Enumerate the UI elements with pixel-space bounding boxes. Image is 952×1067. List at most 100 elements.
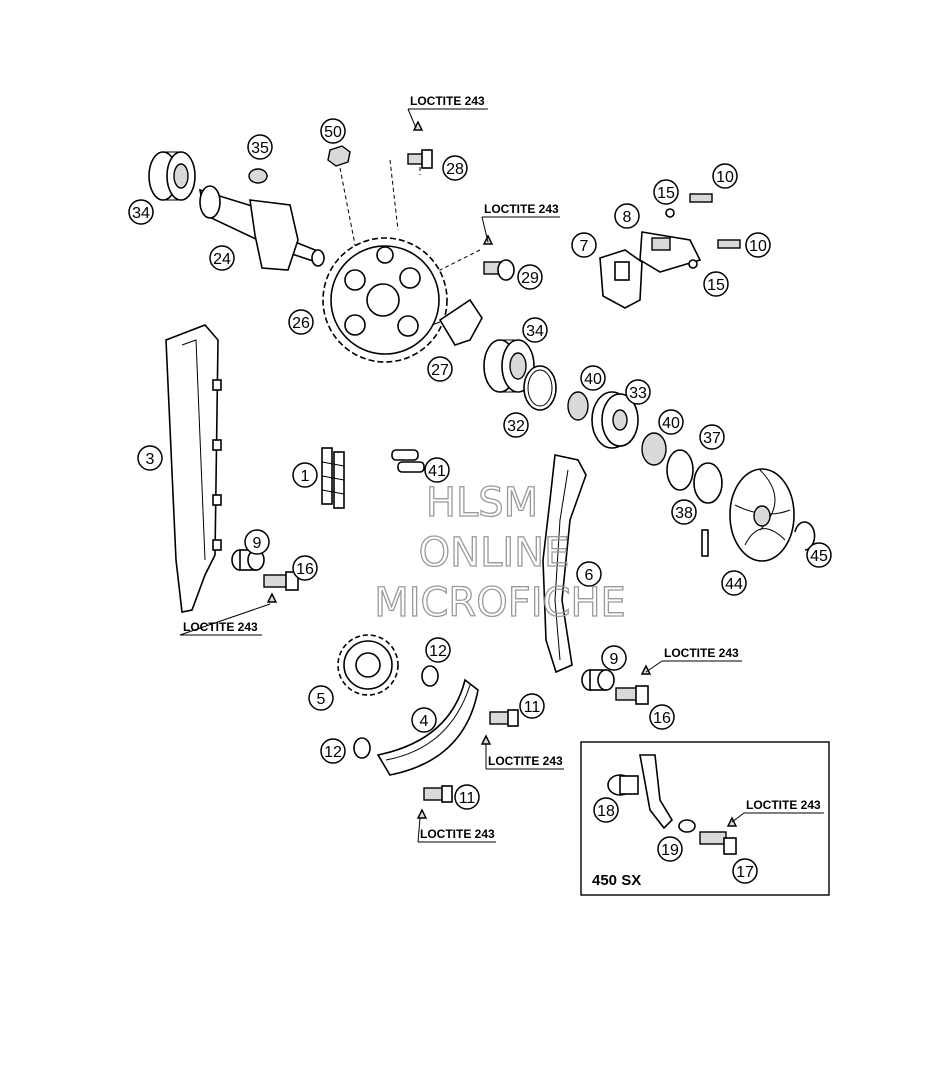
bolt-part-11-top	[480, 709, 519, 745]
note-text: LOCTITE 243	[410, 94, 485, 108]
callout-circle	[425, 637, 451, 663]
callout-circle	[614, 203, 640, 229]
variant-inset: 450 SX	[580, 741, 830, 896]
note-leader	[481, 216, 489, 243]
bushing-top	[421, 665, 439, 687]
callout-30: 5	[308, 685, 334, 711]
callout-circle	[308, 685, 334, 711]
inset-title: 450 SX	[592, 872, 641, 889]
callout-number: 12	[429, 643, 447, 660]
note-text: LOCTITE 243	[484, 202, 559, 216]
callout-number: 16	[296, 561, 314, 578]
callout-number: 40	[662, 415, 680, 432]
callout-circle	[712, 163, 738, 189]
bolt-part-16-right	[615, 664, 652, 705]
callout-4: 28	[442, 155, 468, 181]
callout-circle	[244, 529, 270, 555]
note-leader	[417, 817, 421, 843]
callout-33: 12	[320, 738, 346, 764]
bolt-part-28	[407, 120, 433, 169]
loctite-note-5: LOCTITE 243	[417, 817, 496, 843]
tensioner-guide-rail	[542, 454, 587, 674]
callout-37: 18	[593, 797, 619, 823]
callout-circle	[128, 199, 154, 225]
callout-number: 7	[580, 238, 589, 255]
note-leader	[407, 108, 417, 129]
callout-number: 15	[707, 277, 725, 294]
decompressor-part	[431, 298, 483, 346]
callout-24: 1	[292, 462, 318, 488]
callout-circle	[247, 134, 273, 160]
callout-34: 11	[454, 784, 480, 810]
bolt-part-11-bottom	[416, 785, 453, 819]
note-text: LOCTITE 243	[664, 646, 739, 660]
callout-0: 50	[320, 118, 346, 144]
callout-number: 29	[521, 270, 539, 287]
callout-circle	[519, 693, 545, 719]
watermark-line-2: ONLINE	[419, 530, 570, 576]
callout-number: 50	[324, 124, 342, 141]
callout-number: 10	[716, 169, 734, 186]
callout-number: 6	[585, 567, 594, 584]
callout-38: 19	[657, 836, 683, 862]
callout-number: 11	[524, 699, 541, 716]
callout-circle	[320, 118, 346, 144]
callout-number: 1	[301, 468, 310, 485]
callout-circle	[601, 645, 627, 671]
note-leader	[731, 812, 745, 823]
bushing-bottom	[353, 737, 371, 759]
callout-circle	[454, 784, 480, 810]
callout-9: 15	[653, 179, 679, 205]
callout-35: 9	[601, 645, 627, 671]
callout-circle	[320, 738, 346, 764]
camshaft-bearing-top	[148, 151, 196, 201]
watermark: HLSM ONLINE MICROFICHE	[374, 479, 627, 626]
callout-circle	[522, 317, 548, 343]
callout-19: 37	[699, 424, 725, 450]
note-text: LOCTITE 243	[183, 620, 258, 634]
callout-1: 35	[247, 134, 273, 160]
callout-number: 44	[725, 576, 743, 593]
callout-number: 27	[431, 362, 449, 379]
callout-36: 16	[649, 704, 675, 730]
loctite-note-1: LOCTITE 243	[481, 202, 560, 243]
chain-guide-rail	[165, 324, 222, 613]
callout-number: 32	[507, 418, 525, 435]
callout-number: 26	[292, 315, 310, 332]
callout-number: 18	[597, 803, 615, 820]
callout-number: 17	[736, 864, 754, 881]
callout-22: 44	[721, 570, 747, 596]
callout-circle	[427, 356, 453, 382]
callout-circle	[442, 155, 468, 181]
callout-circle	[571, 232, 597, 258]
callout-number: 15	[657, 185, 675, 202]
callout-number: 45	[810, 548, 828, 565]
callout-number: 35	[251, 140, 269, 157]
shim-washer	[523, 365, 557, 411]
callout-16: 33	[625, 379, 651, 405]
note-leader	[645, 660, 663, 673]
callout-number: 41	[428, 463, 446, 480]
callout-number: 4	[420, 713, 429, 730]
callout-29: 12	[425, 637, 451, 663]
callout-number: 12	[324, 744, 342, 761]
callout-number: 37	[703, 430, 721, 447]
watermark-line-1: HLSM	[426, 480, 538, 526]
callout-circle	[288, 309, 314, 335]
callout-number: 16	[653, 710, 671, 727]
callout-3: 24	[209, 245, 235, 271]
water-pump-impeller	[701, 468, 816, 562]
callout-23: 3	[137, 445, 163, 471]
callout-20: 38	[671, 499, 697, 525]
callout-circle	[593, 797, 619, 823]
callout-circle	[699, 424, 725, 450]
callout-circle	[411, 707, 437, 733]
callout-circle	[806, 542, 832, 568]
note-text: LOCTITE 243	[488, 754, 563, 768]
callout-circle	[649, 704, 675, 730]
callout-circle	[292, 462, 318, 488]
callout-number: 19	[661, 842, 679, 859]
timing-chain	[321, 447, 345, 509]
bolt-part-29	[482, 234, 515, 281]
